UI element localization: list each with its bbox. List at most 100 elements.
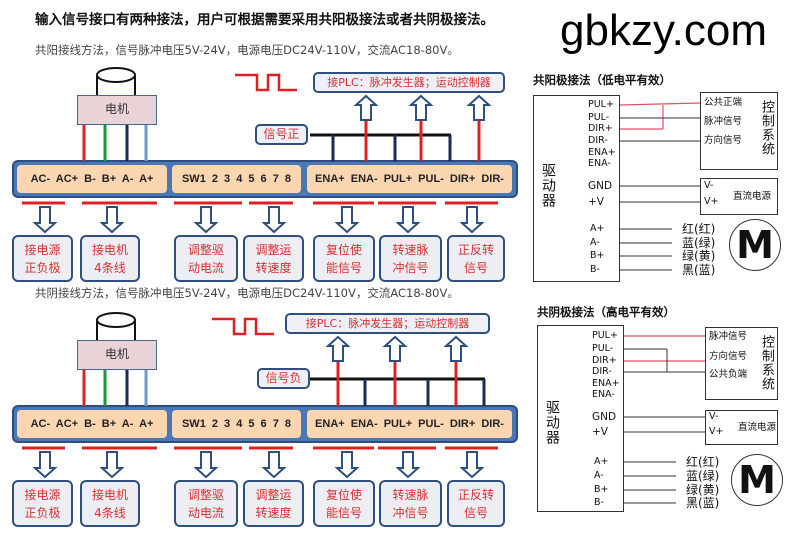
function-label-line2: 4条线 xyxy=(94,506,126,520)
function-label-line2: 转速度 xyxy=(255,261,292,275)
section-subtitle: 共阴接线方法，信号脉冲电压5V-24V，电源电压DC24V-110V，交流AC1… xyxy=(35,286,459,300)
dc-power-box xyxy=(705,410,778,445)
down-arrow-icon xyxy=(459,206,485,234)
control-system-box xyxy=(700,92,778,170)
function-label-line2: 能信号 xyxy=(325,261,362,275)
driver-pin: DIR- xyxy=(592,366,612,377)
driver-power-pin: +V xyxy=(592,426,608,438)
motor-box: 电机 xyxy=(77,340,157,370)
driver-pin: ENA+ xyxy=(588,147,616,158)
function-label: 转速脉冲信号 xyxy=(379,235,442,282)
terminal-signal: ENA+ ENA- PUL+ PUL- DIR+ DIR- xyxy=(307,165,512,193)
function-label-line2: 正负极 xyxy=(24,261,61,275)
function-label: 接电源正负极 xyxy=(12,235,73,282)
wire-color-label: 绿(黄) xyxy=(686,483,720,497)
watermark: gbkzy.com xyxy=(560,6,768,55)
function-label-line1: 调整驱 xyxy=(187,488,224,502)
motor-cylinder-icon xyxy=(96,321,136,340)
function-label-line1: 调整运 xyxy=(255,488,292,502)
function-label-line2: 4条线 xyxy=(94,261,126,275)
down-arrow-icon xyxy=(334,206,360,234)
control-item: 方向信号 xyxy=(704,135,743,146)
control-item: 脉冲信号 xyxy=(709,331,748,342)
driver-pin: ENA+ xyxy=(592,378,620,389)
wire-color-label: 蓝(绿) xyxy=(682,236,716,250)
wire-color-label: 红(红) xyxy=(682,222,716,236)
function-label-line2: 动电流 xyxy=(187,261,224,275)
motor-pin: B+ xyxy=(590,250,605,261)
driver-pin: PUL- xyxy=(592,343,614,354)
schematic-title: 共阳极接法（低电平有效） xyxy=(533,73,671,87)
function-label-line1: 接电源 xyxy=(24,243,61,257)
control-system-box xyxy=(705,327,778,400)
psu-label: 直流电源 xyxy=(733,190,772,202)
down-arrow-icon xyxy=(334,451,360,479)
section-subtitle: 共阳接线方法，信号脉冲电压5V-24V，电源电压DC24V-110V，交流AC1… xyxy=(35,43,459,57)
down-arrow-icon xyxy=(193,451,219,479)
signal-common-box: 信号负 xyxy=(257,368,310,389)
psu-pin: V- xyxy=(709,411,719,422)
function-label-line1: 转速脉 xyxy=(392,243,429,257)
function-label-line2: 信号 xyxy=(463,506,488,520)
down-arrow-icon xyxy=(32,206,58,234)
driver-pin: PUL- xyxy=(588,112,610,123)
terminal-power-motor: AC- AC+ B- B+ A- A+ xyxy=(17,165,167,193)
driver-pin: PUL+ xyxy=(588,99,614,110)
driver-box xyxy=(537,325,624,512)
psu-label: 直流电源 xyxy=(738,421,777,433)
pulse-wave-icon xyxy=(235,73,297,92)
function-label: 复位使能信号 xyxy=(313,235,375,282)
down-arrow-icon xyxy=(193,206,219,234)
up-arrow-icon xyxy=(353,94,379,121)
motor-cylinder-top-icon xyxy=(96,312,136,328)
page-title: 输入信号接口有两种接法，用户可根据需要采用共阳极接法或者共阴极接法。 xyxy=(35,12,494,28)
down-arrow-icon xyxy=(395,206,421,234)
function-label-line2: 信号 xyxy=(463,261,488,275)
up-arrow-icon xyxy=(443,335,469,362)
driver-pin: DIR- xyxy=(588,135,608,146)
function-label-line1: 转速脉 xyxy=(392,488,429,502)
function-label: 接电源正负极 xyxy=(12,480,73,527)
motor-pin: B- xyxy=(590,264,600,275)
down-arrow-icon xyxy=(32,451,58,479)
down-arrow-icon xyxy=(395,451,421,479)
function-label: 调整驱动电流 xyxy=(174,235,238,282)
control-item: 公共负端 xyxy=(709,369,748,380)
function-label-line2: 动电流 xyxy=(187,506,224,520)
function-label-line2: 正负极 xyxy=(24,506,61,520)
function-label: 调整驱动电流 xyxy=(174,480,238,527)
wire-color-label: 蓝(绿) xyxy=(686,469,720,483)
function-label: 正反转信号 xyxy=(447,235,505,282)
driver-pin: ENA- xyxy=(588,158,611,169)
function-label-line1: 接电源 xyxy=(24,488,61,502)
motor-cylinder-icon xyxy=(96,76,136,95)
psu-pin: V+ xyxy=(704,196,719,207)
down-arrow-icon xyxy=(261,206,287,234)
function-label: 复位使能信号 xyxy=(313,480,375,527)
function-label: 转速脉冲信号 xyxy=(379,480,442,527)
motor-box: 电机 xyxy=(77,95,157,125)
terminal-dip-switch: SW1 2 3 4 5 6 7 8 xyxy=(172,410,301,438)
function-label-line1: 复位使 xyxy=(325,243,362,257)
driver-pin: DIR+ xyxy=(592,355,617,366)
plc-box: 接PLC：脉冲发生器；运动控制器 xyxy=(285,313,490,334)
driver-pin: DIR+ xyxy=(588,123,613,134)
wire-color-label: 红(红) xyxy=(686,455,720,469)
function-label-line1: 调整驱 xyxy=(187,243,224,257)
function-label-line1: 接电机 xyxy=(91,488,128,502)
terminal-power-motor: AC- AC+ B- B+ A- A+ xyxy=(17,410,167,438)
psu-pin: V- xyxy=(704,180,714,191)
driver-power-pin: GND xyxy=(592,411,617,423)
function-label-line2: 转速度 xyxy=(255,506,292,520)
up-arrow-icon xyxy=(408,94,434,121)
function-label-line1: 复位使 xyxy=(325,488,362,502)
function-label-line1: 正反转 xyxy=(457,243,494,257)
schematic-title: 共阴极接法（高电平有效） xyxy=(537,305,675,319)
motor-circle-icon: M xyxy=(729,219,781,271)
control-system-label: 控制系统 xyxy=(759,335,774,391)
plc-box: 接PLC：脉冲发生器；运动控制器 xyxy=(313,72,505,93)
driver-power-pin: +V xyxy=(588,196,604,208)
dc-power-box xyxy=(700,178,778,215)
function-label: 接电机 4条线 xyxy=(80,480,140,527)
control-item: 脉冲信号 xyxy=(704,116,743,127)
